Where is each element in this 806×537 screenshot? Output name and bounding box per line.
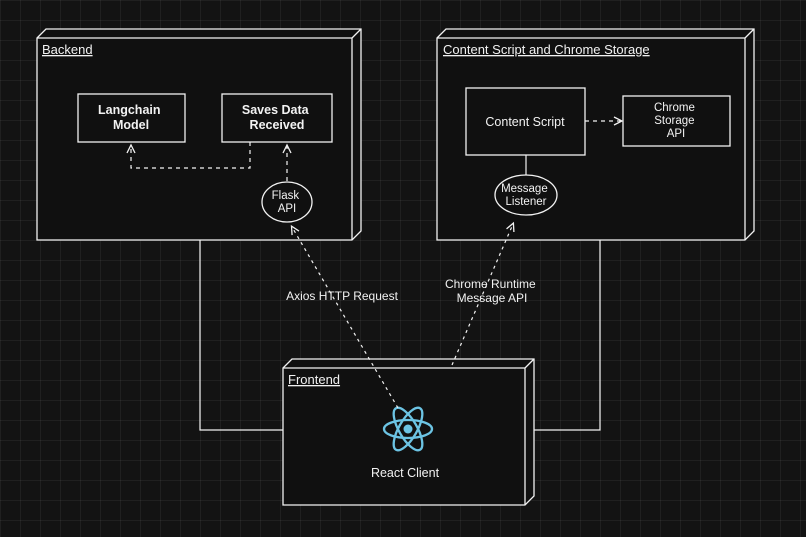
react-logo-icon [382, 406, 434, 452]
content-script-node: Content Script and Chrome Storage Conten… [436, 28, 755, 241]
langchain-model-label: Langchain Model [98, 103, 164, 132]
content-script-label: Content Script [485, 115, 565, 129]
saves-data-received-box [221, 93, 333, 143]
react-client-label: React Client [371, 466, 440, 480]
langchain-model-box [77, 93, 186, 143]
axios-http-request-label: Axios HTTP Request [286, 289, 398, 303]
frontend-node: Frontend React Client [282, 358, 535, 506]
edge-saves-to-langchain [126, 142, 251, 169]
edge-frontend-to-listener [451, 221, 515, 366]
content-box-3d-edges [437, 28, 755, 240]
frontend-title: Frontend [288, 372, 340, 387]
message-listener-label: Message Listener [501, 183, 551, 208]
backend-node: Backend Langchain Model Saves Data Recei… [36, 28, 362, 241]
saves-data-received-label: Saves Data Received [242, 103, 312, 132]
content-node-title: Content Script and Chrome Storage [443, 42, 650, 57]
flask-api-ellipse [261, 181, 313, 223]
backend-box-3d-edges [37, 28, 362, 240]
chrome-storage-api-box [622, 95, 731, 147]
chrome-runtime-message-api-label: Chrome Runtime Message API [445, 277, 539, 305]
flask-api-label: Flask API [272, 190, 303, 215]
chrome-storage-api-label: Chrome Storage API [654, 102, 698, 140]
backend-title: Backend [42, 42, 93, 57]
frontend-box-3d-edges [283, 358, 535, 505]
connector-content-to-frontend [534, 240, 601, 431]
message-listener-ellipse [494, 174, 558, 216]
connector-backend-to-frontend [199, 240, 283, 431]
